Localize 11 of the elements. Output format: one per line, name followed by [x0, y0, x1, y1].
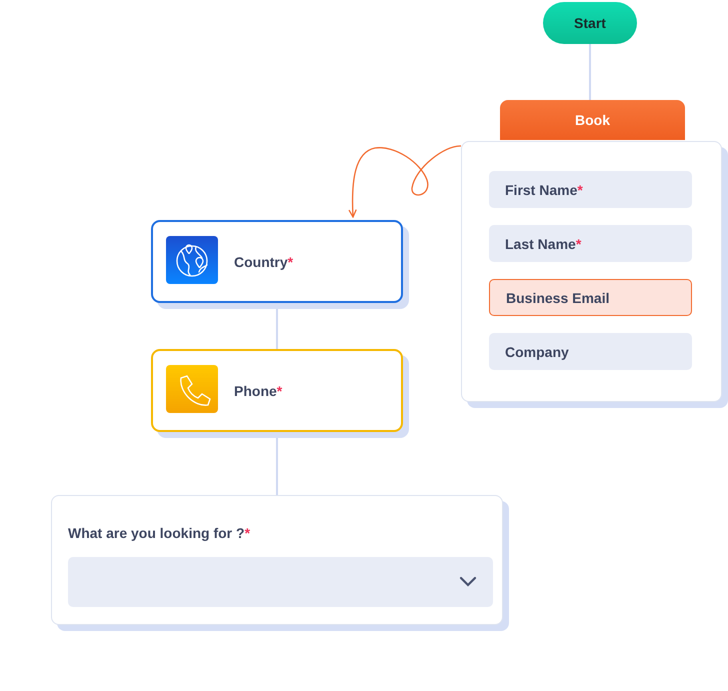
start-terminal: Start: [543, 2, 637, 44]
form-header-tab: Book: [500, 100, 685, 140]
input-field: Last Name*: [489, 225, 692, 262]
connector-line: [589, 44, 591, 100]
input-field: Business Email: [489, 279, 692, 316]
input-field: Company: [489, 333, 692, 370]
question-label: What are you looking for ?*: [68, 525, 250, 541]
field-label: Country*: [234, 254, 294, 270]
field-label: Phone*: [234, 383, 282, 399]
input-field: First Name*: [489, 171, 692, 208]
curved-arrow: [348, 145, 462, 218]
